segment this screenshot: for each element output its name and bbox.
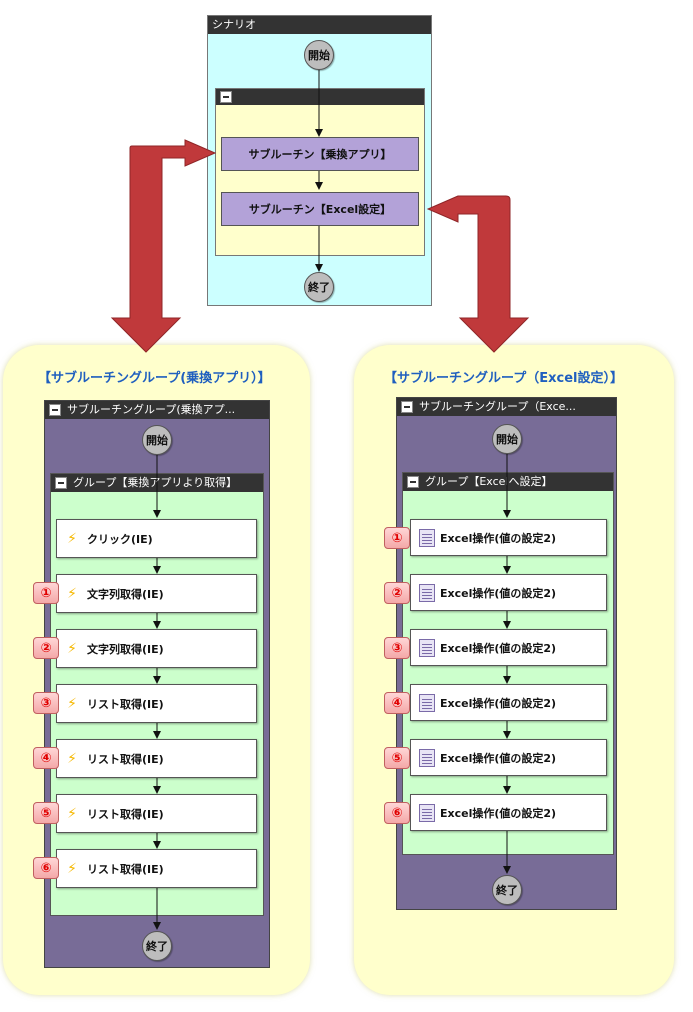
action-label: リスト取得(IE)	[87, 697, 164, 711]
lightning-icon: ⚡	[67, 695, 77, 712]
collapse-icon[interactable]	[55, 477, 67, 489]
action-label: 文字列取得(IE)	[87, 587, 164, 601]
lightning-icon: ⚡	[67, 750, 77, 767]
left-start-node[interactable]: 開始	[142, 425, 172, 455]
lightning-icon: ⚡	[67, 530, 77, 547]
action-get-list-ie[interactable]: ⚡ リスト取得(IE)	[56, 794, 257, 833]
left-end-node[interactable]: 終了	[142, 931, 172, 961]
step-badge: ③	[384, 637, 410, 659]
action-label: Excel操作(値の設定2)	[440, 806, 557, 820]
excel-operation-icon	[419, 583, 435, 602]
lightning-icon: ⚡	[67, 585, 77, 602]
right-group-title: グループ【Excelへ設定】	[425, 475, 553, 488]
action-label: Excel操作(値の設定2)	[440, 586, 557, 600]
action-get-list-ie[interactable]: ⚡ リスト取得(IE)	[56, 684, 257, 723]
action-label: 文字列取得(IE)	[87, 642, 164, 656]
step-badge: ①	[33, 582, 59, 604]
left-window-title: サブルーチングループ(乗換アプ...	[67, 403, 236, 416]
action-excel-set-value[interactable]: Excel操作(値の設定2)	[410, 519, 607, 556]
action-label: Excel操作(値の設定2)	[440, 641, 557, 655]
collapse-icon[interactable]	[220, 91, 232, 103]
action-excel-set-value[interactable]: Excel操作(値の設定2)	[410, 794, 607, 831]
step-badge: ⑥	[33, 857, 59, 879]
left-group-title: グループ【乗換アプリより取得】	[73, 476, 238, 489]
excel-operation-icon	[419, 528, 435, 547]
excel-operation-icon	[419, 693, 435, 712]
right-end-node[interactable]: 終了	[492, 875, 522, 905]
step-badge: ④	[384, 692, 410, 714]
scenario-title: シナリオ	[208, 16, 431, 34]
step-badge: ②	[384, 582, 410, 604]
right-panel-title: 【サブルーチングループ（Excel設定）】	[384, 371, 623, 386]
right-window-title: サブルーチングループ（Exce...	[419, 400, 576, 413]
step-badge: ⑤	[384, 747, 410, 769]
collapse-icon[interactable]	[49, 404, 61, 416]
action-label: Excel操作(値の設定2)	[440, 696, 557, 710]
scenario-start-node[interactable]: 開始	[304, 40, 334, 70]
step-badge: ④	[33, 747, 59, 769]
right-bent-arrow	[426, 195, 530, 353]
right-start-node[interactable]: 開始	[492, 424, 522, 454]
action-get-text-ie[interactable]: ⚡ 文字列取得(IE)	[56, 629, 257, 668]
step-badge: ⑤	[33, 802, 59, 824]
lightning-icon: ⚡	[67, 805, 77, 822]
excel-operation-icon	[419, 638, 435, 657]
action-label: Excel操作(値の設定2)	[440, 751, 557, 765]
step-badge: ②	[33, 637, 59, 659]
action-get-text-ie[interactable]: ⚡ 文字列取得(IE)	[56, 574, 257, 613]
action-excel-set-value[interactable]: Excel操作(値の設定2)	[410, 684, 607, 721]
excel-operation-icon	[419, 748, 435, 767]
action-click-ie[interactable]: ⚡ クリック(IE)	[56, 519, 257, 558]
action-label: リスト取得(IE)	[87, 807, 164, 821]
action-label: リスト取得(IE)	[87, 862, 164, 876]
collapse-icon[interactable]	[401, 401, 413, 413]
lightning-icon: ⚡	[67, 640, 77, 657]
excel-operation-icon	[419, 803, 435, 822]
action-label: クリック(IE)	[87, 532, 153, 546]
action-label: Excel操作(値の設定2)	[440, 531, 557, 545]
step-badge: ③	[33, 692, 59, 714]
action-excel-set-value[interactable]: Excel操作(値の設定2)	[410, 629, 607, 666]
scenario-end-node[interactable]: 終了	[304, 272, 334, 302]
step-badge: ⑥	[384, 802, 410, 824]
lightning-icon: ⚡	[67, 860, 77, 877]
action-excel-set-value[interactable]: Excel操作(値の設定2)	[410, 739, 607, 776]
action-excel-set-value[interactable]: Excel操作(値の設定2)	[410, 574, 607, 611]
action-label: リスト取得(IE)	[87, 752, 164, 766]
collapse-icon[interactable]	[407, 476, 419, 488]
scenario-group[interactable]	[215, 88, 425, 256]
step-badge: ①	[384, 527, 410, 549]
subroutine-norikae-node[interactable]: サブルーチン【乗換アプリ】	[221, 137, 419, 171]
action-get-list-ie[interactable]: ⚡ リスト取得(IE)	[56, 849, 257, 888]
left-panel-title: 【サブルーチングループ(乗換アプリ）】	[38, 371, 271, 386]
left-bent-arrow	[110, 139, 217, 353]
subroutine-excel-node[interactable]: サブルーチン【Excel設定】	[221, 192, 419, 226]
action-get-list-ie[interactable]: ⚡ リスト取得(IE)	[56, 739, 257, 778]
